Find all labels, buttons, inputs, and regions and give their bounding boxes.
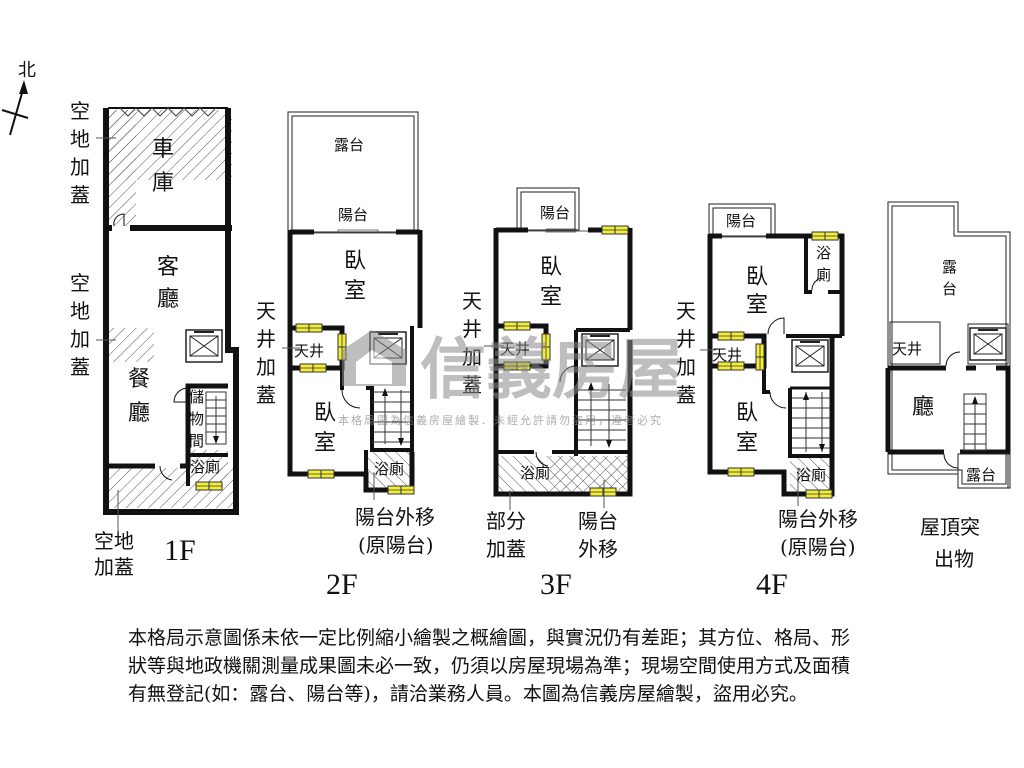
disclaimer-line: 狀等與地政機關測量成果圖未必一致，仍須以房屋現場為準；現場空間使用方式及面積 bbox=[128, 655, 851, 677]
floor-label-roof: 屋頂突 bbox=[920, 515, 980, 539]
annotation-text: 天 bbox=[462, 289, 482, 313]
floor-1f-labels: 車 庫 客 廳 餐 廳 儲 物 間 浴廁 空 地 加 蓋 空 地 加 蓋 空地 … bbox=[70, 99, 220, 579]
annotation-text: 陽台外移 bbox=[778, 507, 858, 531]
floor-label-2f: 2F bbox=[326, 568, 358, 601]
annotation-text: 加 bbox=[256, 355, 276, 379]
room-bath: 浴廁 bbox=[520, 464, 550, 482]
room-terrace-top-1: 露 bbox=[942, 258, 957, 276]
floor-3f-labels: 陽台 臥 室 天井 浴廁 天 井 加 蓋 部分 加蓋 陽台 外移 3F bbox=[462, 204, 618, 601]
annotation-text: 井 bbox=[676, 327, 696, 351]
floor-roof-plan bbox=[885, 201, 1011, 489]
brand-logo-icon bbox=[342, 330, 406, 386]
room-bedroom-b: 室 bbox=[540, 285, 562, 310]
room-bath: 浴廁 bbox=[190, 458, 220, 476]
floor-2f-labels: 露台 陽台 臥 室 天井 臥 室 浴廁 天 井 加 蓋 陽台外移 (原陽台) 2… bbox=[256, 136, 435, 601]
annotation-text: 井 bbox=[462, 317, 482, 341]
room-skylight: 天井 bbox=[892, 340, 922, 358]
annotation-text: (原陽台) bbox=[358, 533, 434, 557]
watermark-brand: 信義房屋 bbox=[420, 331, 684, 408]
room-bedroom-a: 臥 bbox=[540, 255, 562, 280]
annotation-text: 蓋 bbox=[70, 355, 90, 379]
annotation-text: 天 bbox=[256, 299, 276, 323]
room-bedroom-2a: 臥 bbox=[314, 401, 336, 426]
room-bedroom-2b: 室 bbox=[736, 431, 758, 456]
room-skylight: 天井 bbox=[294, 342, 324, 360]
room-bedroom-1a: 臥 bbox=[344, 249, 366, 274]
room-garage-1: 車 bbox=[152, 137, 174, 162]
room-balcony: 陽台 bbox=[338, 206, 368, 224]
annotation-text: 加蓋 bbox=[94, 555, 134, 579]
room-bath-1b: 廁 bbox=[816, 266, 831, 284]
disclaimer-line: 有無登記(如：露台、陽台等)，請洽業務人員。本圖為信義房屋繪製，盜用必究。 bbox=[128, 683, 808, 705]
annotation-text: 地 bbox=[70, 127, 90, 151]
room-living-2: 廳 bbox=[157, 287, 179, 312]
disclaimer: 本格局示意圖係未依一定比例縮小繪製之概繪圖，與實況仍有差距；其方位、格局、形 狀… bbox=[128, 624, 1018, 708]
room-garage-2: 庫 bbox=[152, 171, 174, 196]
floor-label-1f: 1F bbox=[164, 534, 196, 567]
annotation-text: 蓋 bbox=[70, 183, 90, 207]
annotation-text: 陽台外移 bbox=[355, 505, 435, 529]
room-storage-2: 物 bbox=[189, 410, 204, 428]
annotation-text: 部分 bbox=[486, 509, 526, 533]
room-bedroom-1b: 室 bbox=[344, 279, 366, 304]
room-bath-1a: 浴 bbox=[816, 244, 831, 262]
annotation-text: 加 bbox=[70, 327, 90, 351]
room-skylight: 天井 bbox=[500, 340, 530, 358]
room-terrace: 露台 bbox=[334, 136, 364, 154]
annotation-text: 空 bbox=[70, 271, 90, 295]
room-bath: 浴廁 bbox=[374, 460, 404, 478]
annotation-text: 外移 bbox=[578, 537, 618, 561]
room-living-1: 客 bbox=[157, 255, 179, 280]
annotation-text: 蓋 bbox=[676, 383, 696, 407]
room-skylight: 天井 bbox=[712, 346, 742, 364]
disclaimer-line: 本格局示意圖係未依一定比例縮小繪製之概繪圖，與實況仍有差距；其方位、格局、形 bbox=[128, 627, 851, 649]
room-bedroom-1b: 室 bbox=[746, 293, 768, 318]
room-bedroom-1a: 臥 bbox=[746, 265, 768, 290]
room-bath-2: 浴廁 bbox=[796, 466, 826, 484]
annotation-text: 蓋 bbox=[462, 373, 482, 397]
annotation-text: 井 bbox=[256, 327, 276, 351]
floor-1f-plan bbox=[96, 107, 239, 532]
room-bedroom-2b: 室 bbox=[314, 431, 336, 456]
room-terrace-bottom: 露台 bbox=[966, 466, 996, 484]
room-hall: 廳 bbox=[912, 395, 934, 420]
annotation-text: 加 bbox=[70, 155, 90, 179]
annotation-text: 空地 bbox=[94, 529, 134, 553]
floor-4f-labels: 陽台 臥 室 浴 廁 天井 臥 室 浴廁 天 井 加 蓋 陽台外移 (原陽台) … bbox=[676, 212, 858, 601]
compass-label: 北 bbox=[18, 60, 36, 81]
floor-4f-plan bbox=[700, 203, 845, 506]
annotation-text: 地 bbox=[70, 299, 90, 323]
room-storage-1: 儲 bbox=[189, 388, 204, 406]
annotation-text: 加蓋 bbox=[486, 537, 526, 561]
room-dining-1: 餐 bbox=[128, 367, 150, 392]
room-bedroom-2a: 臥 bbox=[736, 401, 758, 426]
annotation-text: (原陽台) bbox=[780, 535, 856, 559]
floor-roof-labels: 露 台 天井 廳 露台 屋頂突 出物 bbox=[892, 258, 996, 571]
floor-label-4f: 4F bbox=[756, 568, 788, 601]
annotation-text: 加 bbox=[676, 355, 696, 379]
room-balcony: 陽台 bbox=[726, 212, 756, 230]
north-arrow-icon: 北 bbox=[1, 60, 36, 136]
annotation-text: 天 bbox=[676, 299, 696, 323]
floor-label-3f: 3F bbox=[540, 568, 572, 601]
room-dining-2: 廳 bbox=[128, 401, 150, 426]
floor-label-roof: 出物 bbox=[934, 547, 974, 571]
annotation-text: 空 bbox=[70, 99, 90, 123]
floor-2f-plan bbox=[282, 111, 423, 500]
room-balcony: 陽台 bbox=[540, 204, 570, 222]
floor-plan-canvas: 北 bbox=[1, 60, 1011, 601]
room-terrace-top-2: 台 bbox=[942, 280, 957, 298]
watermark: 信義房屋 本格局圖為信義房屋繪製．未經允許請勿盜用，違者必究 bbox=[338, 330, 684, 427]
annotation-text: 蓋 bbox=[256, 383, 276, 407]
annotation-text: 陽台 bbox=[578, 509, 618, 533]
floor-3f-plan bbox=[484, 187, 633, 510]
room-storage-3: 間 bbox=[189, 432, 204, 450]
annotation-text: 加 bbox=[462, 345, 482, 369]
watermark-notice: 本格局圖為信義房屋繪製．未經允許請勿盜用，違者必究 bbox=[338, 413, 663, 427]
